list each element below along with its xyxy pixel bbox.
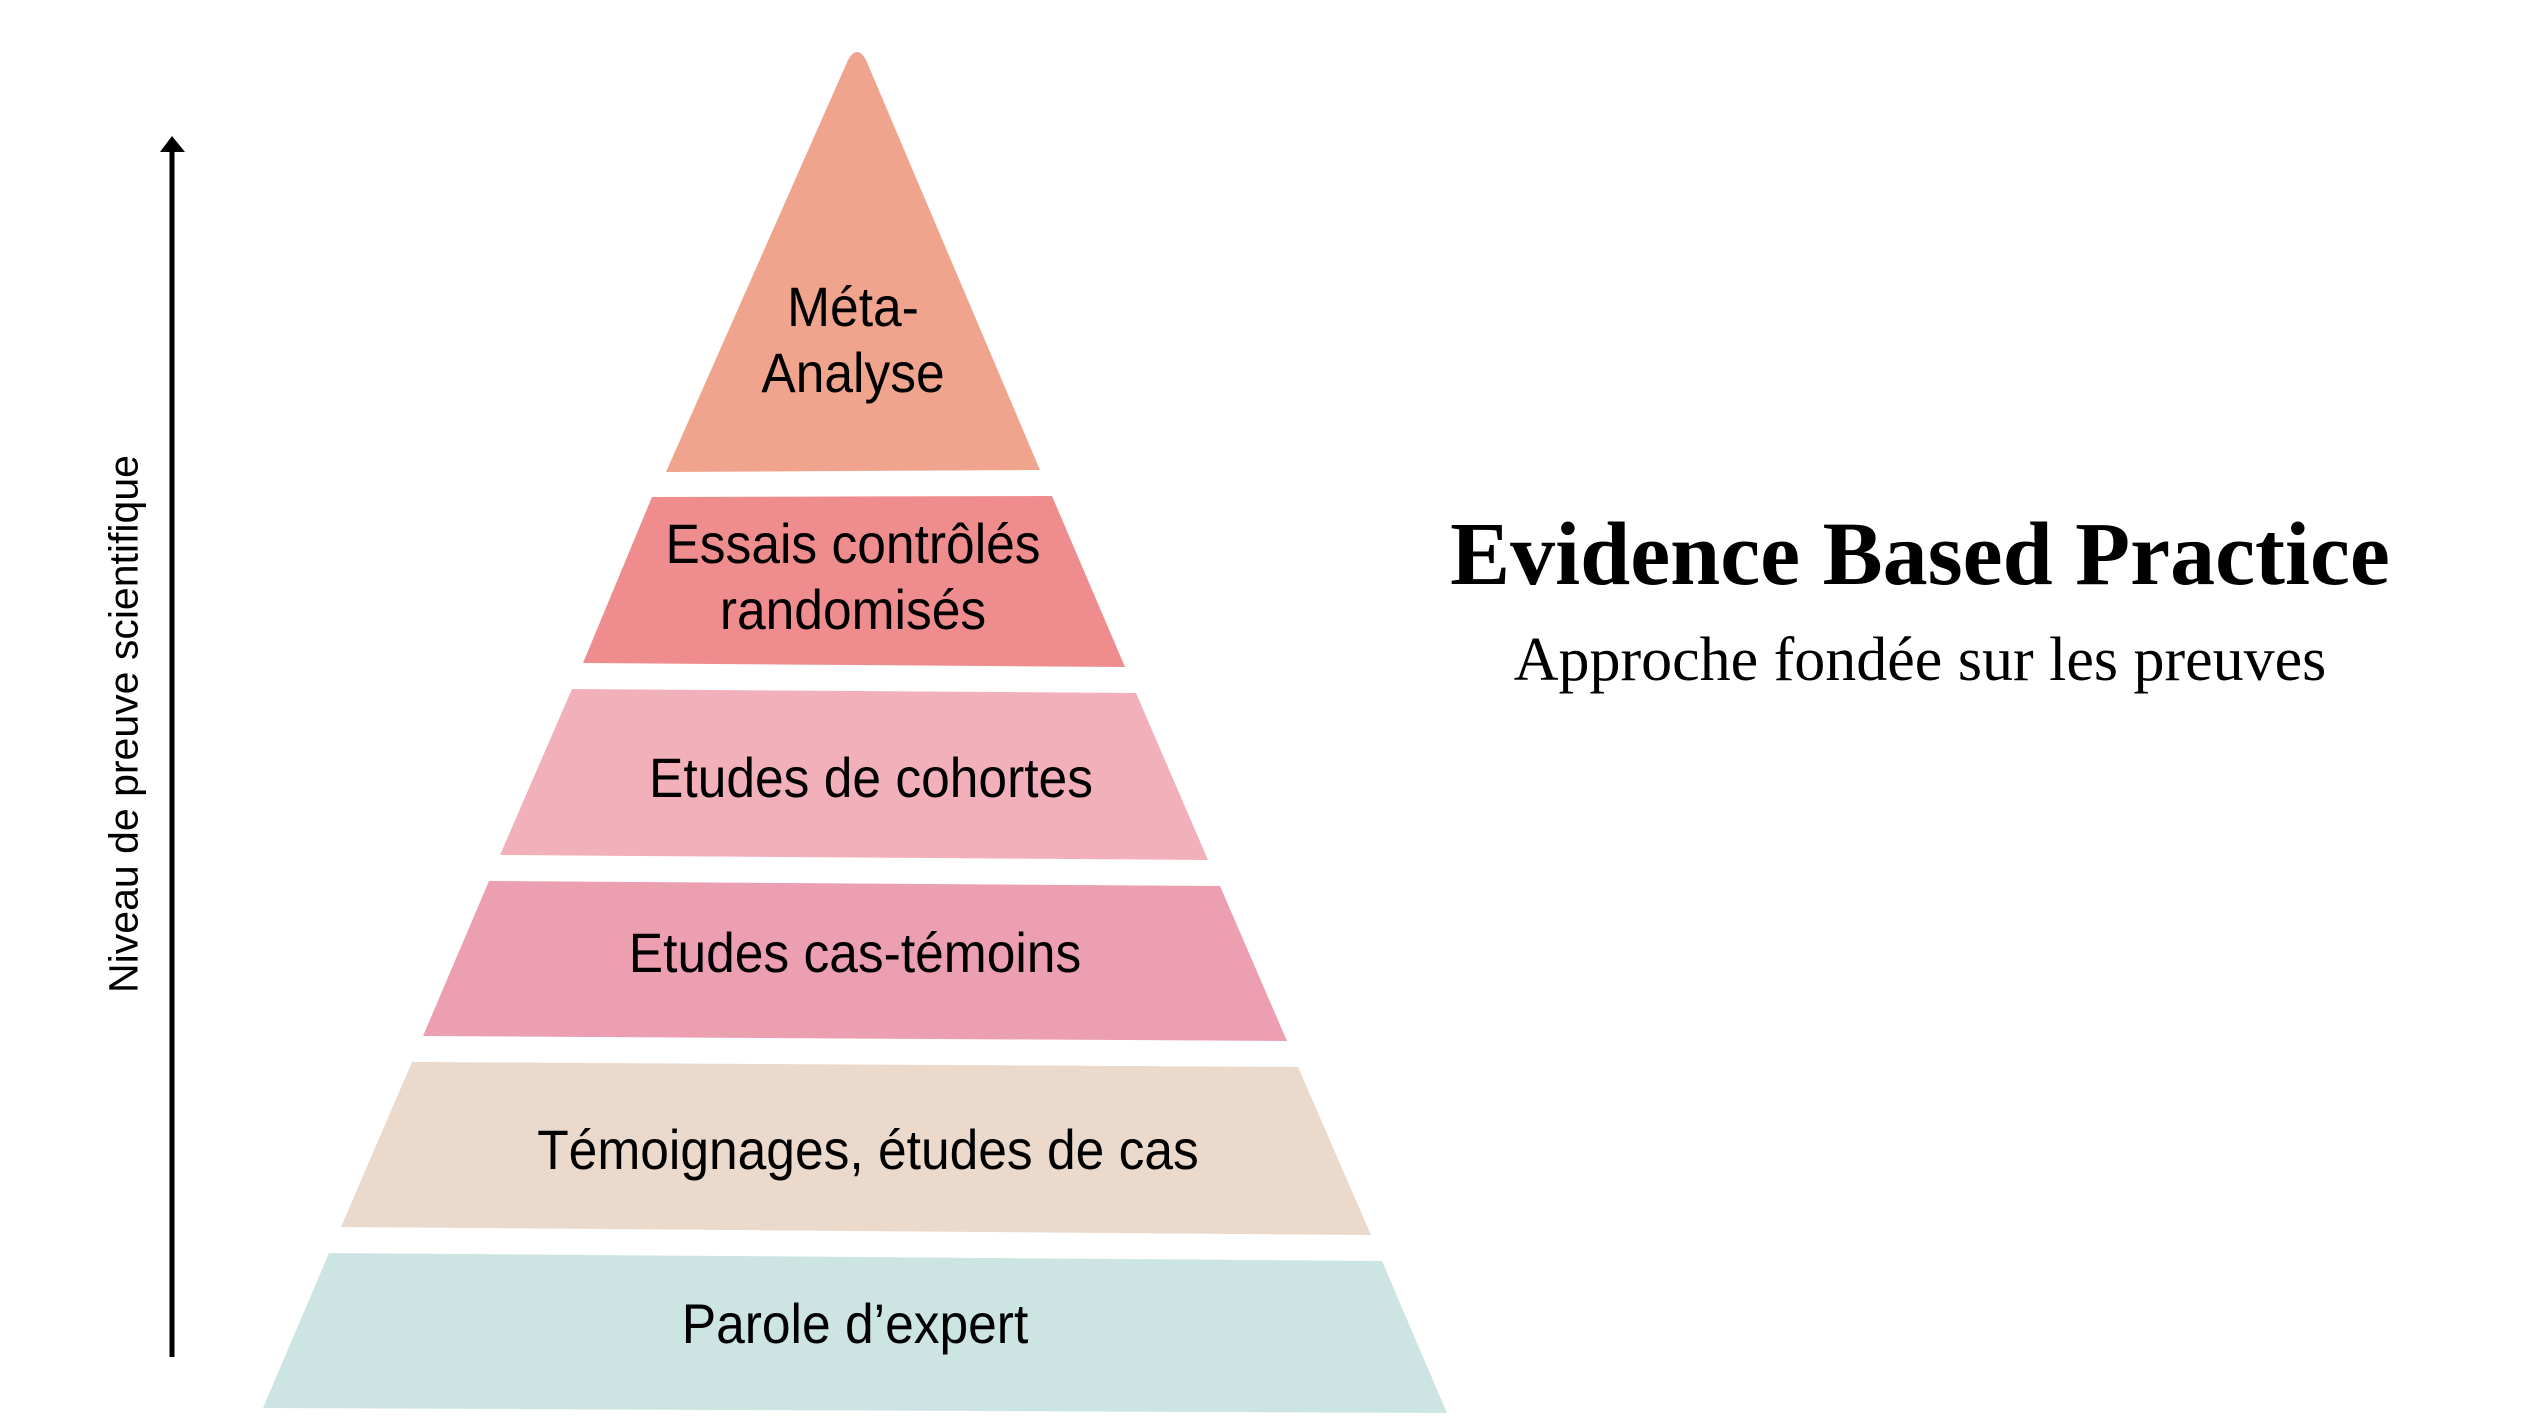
pyramid-level-essais	[583, 496, 1125, 667]
page-subtitle: Approche fondée sur les preuves	[1513, 626, 2327, 694]
label-meta-analyse: Méta- Analyse	[761, 274, 944, 406]
label-line: Analyse	[761, 341, 945, 404]
pyramid-level-cas-temoins	[423, 881, 1287, 1041]
label-cohortes: Etudes de cohortes	[649, 745, 1093, 811]
label-line: Témoignages, études de cas	[537, 1118, 1199, 1181]
label-line: Essais contrôlés	[665, 512, 1041, 575]
axis-label: Niveau de preuve scientifique	[100, 455, 147, 993]
label-line: Etudes cas-témoins	[628, 921, 1082, 984]
title-block: Evidence Based Practice Approche fondée …	[1420, 500, 2420, 700]
page-title: Evidence Based Practice	[1450, 505, 2390, 604]
arrow-up-icon	[160, 136, 185, 152]
pyramid-level-cohortes	[500, 689, 1208, 860]
pyramid-level-meta-analyse	[666, 52, 1040, 472]
label-temoignages: Témoignages, études de cas	[537, 1117, 1199, 1183]
label-parole-expert: Parole d’expert	[682, 1291, 1029, 1357]
pyramid-level-parole-expert	[263, 1253, 1447, 1413]
label-cas-temoins: Etudes cas-témoins	[629, 920, 1081, 986]
label-line: randomisés	[719, 578, 987, 641]
label-essais: Essais contrôlés randomisés	[665, 511, 1040, 643]
label-line: Parole d’expert	[681, 1292, 1029, 1355]
label-line: Etudes de cohortes	[649, 746, 1093, 809]
label-line: Méta-	[787, 275, 919, 338]
pyramid-level-temoignages	[341, 1062, 1371, 1235]
